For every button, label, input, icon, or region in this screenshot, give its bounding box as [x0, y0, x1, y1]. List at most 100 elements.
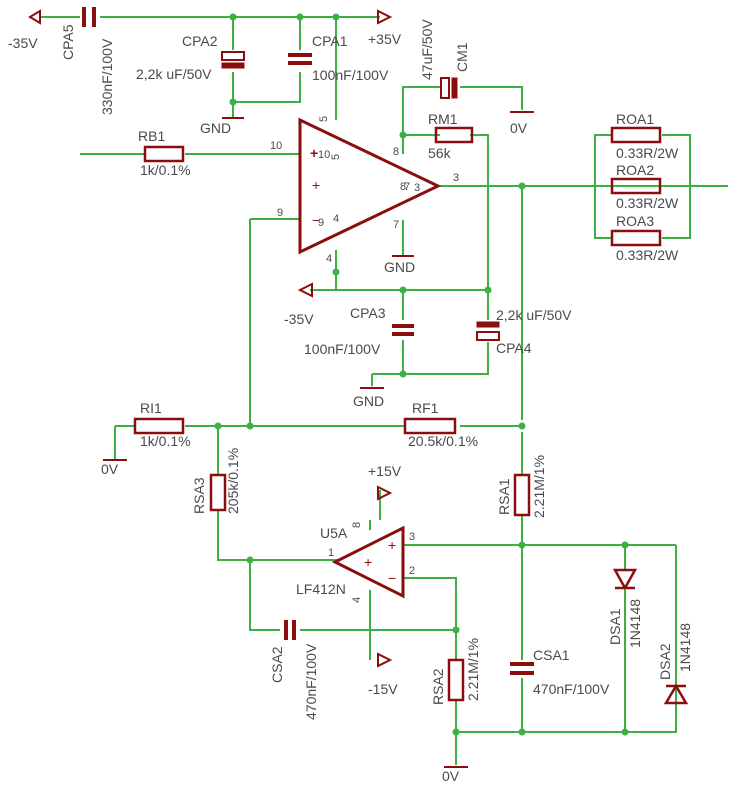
- resistor-roa2: [610, 177, 662, 195]
- resistor-label: RF1: [412, 400, 439, 416]
- pin-number: 7: [393, 219, 399, 231]
- resistor-label: RSA2: [430, 668, 446, 705]
- resistor-roa1: [610, 126, 662, 144]
- arrow-left-icon: [297, 282, 313, 298]
- capacitors: [82, 7, 534, 675]
- junction-dot: [518, 728, 526, 736]
- junction-dot: [246, 422, 254, 430]
- cap-label: CSA2: [269, 646, 285, 683]
- junction-dot: [246, 556, 254, 564]
- arrow-right-icon: [377, 652, 393, 668]
- resistor-label: ROA1: [616, 111, 654, 127]
- pin-number: 4: [326, 253, 332, 265]
- resistors: [133, 126, 662, 702]
- junction-dot: [621, 541, 629, 549]
- junction-dot: [229, 98, 237, 106]
- diode-value: 1N4148: [677, 623, 693, 672]
- cap-label: CPA4: [496, 340, 532, 356]
- gnd-label: 0V: [442, 768, 460, 784]
- pin-number: 8: [393, 146, 399, 158]
- pin-number: 5: [318, 116, 330, 122]
- cap-label: CSA1: [533, 647, 570, 663]
- junction-dot: [399, 131, 407, 139]
- resistor-value: 2.21M/1%: [531, 455, 547, 518]
- pin-number: 9: [318, 217, 324, 229]
- pin-number: 4: [351, 597, 363, 603]
- diode-label: DSA2: [657, 643, 673, 680]
- cap-label: CM1: [454, 42, 470, 72]
- pin-number: 8: [351, 522, 363, 528]
- power-opamp: + + −: [298, 117, 442, 255]
- supply-label: -35V: [8, 35, 38, 51]
- gnd-label: GND: [200, 120, 231, 136]
- junction-dot: [452, 728, 460, 736]
- pin-numbers: 10 10 9 9 5 5 8 8 7 3 3 4 7 4 1 8 3 2 4: [270, 116, 459, 603]
- cap-value: 100nF/100V: [304, 341, 381, 357]
- resistor-label: RB1: [138, 128, 165, 144]
- resistor-value: 0.33R/2W: [616, 195, 679, 211]
- cap-label: CPA3: [350, 305, 386, 321]
- junction-dot: [518, 182, 526, 190]
- svg-text:+: +: [312, 177, 320, 193]
- resistor-value: 205k/0.1%: [225, 448, 241, 514]
- resistor-value: 0.33R/2W: [616, 247, 679, 263]
- arrow-right-icon: [377, 485, 393, 501]
- resistor-label: ROA3: [616, 213, 654, 229]
- part-value: LF412N: [296, 581, 346, 597]
- pin-number: 1: [328, 547, 334, 559]
- resistor-label: RI1: [140, 400, 162, 416]
- resistor-label: RSA1: [496, 478, 512, 515]
- cap-label: CPA1: [312, 33, 348, 49]
- gnd-label: 0V: [510, 120, 528, 136]
- arrow-right-icon: [377, 9, 393, 25]
- pin-number: 8: [400, 181, 406, 193]
- resistor-rb1: [143, 145, 185, 163]
- gnd-label: GND: [353, 393, 384, 409]
- gnd-label: GND: [384, 259, 415, 275]
- pin-number: 3: [409, 531, 415, 543]
- junction-dot: [484, 286, 492, 294]
- cap-label: CPA5: [60, 24, 76, 60]
- supply-label: -15V: [368, 681, 398, 697]
- cap-label: CPA2: [182, 33, 218, 49]
- svg-text:+: +: [364, 554, 372, 570]
- cap-value: 330nF/100V: [99, 38, 115, 115]
- pin-number: 3: [414, 182, 420, 194]
- svg-text:+: +: [310, 145, 318, 161]
- svg-text:+: +: [388, 537, 396, 553]
- part-label: U5A: [320, 525, 348, 541]
- resistor-ri1: [133, 417, 185, 435]
- resistor-rm1: [434, 126, 474, 144]
- junction-dot: [214, 422, 222, 430]
- pin-number: 7: [404, 181, 410, 193]
- diodes: [612, 568, 689, 705]
- u5a-opamp: + − +: [331, 525, 405, 599]
- junction-dot: [399, 286, 407, 294]
- cap-value: 47uF/50V: [419, 19, 435, 80]
- resistor-roa3: [610, 229, 662, 247]
- junction-dot: [518, 422, 526, 430]
- pin-number: 4: [333, 213, 339, 225]
- pin-number: 3: [453, 172, 459, 184]
- gnd-label: 0V: [101, 461, 119, 477]
- pin-number: 2: [409, 565, 415, 577]
- junction-dot: [229, 13, 237, 21]
- junction-dot: [296, 13, 304, 21]
- cap-value: 2,2k uF/50V: [136, 66, 212, 82]
- resistor-value: 1k/0.1%: [140, 433, 191, 449]
- supply-label: -35V: [284, 311, 314, 327]
- supply-label: +15V: [368, 463, 402, 479]
- component-labels: -35V CPA5 330nF/100V CPA2 2,2k uF/50V CP…: [8, 19, 693, 784]
- cap-value: 470nF/100V: [533, 681, 610, 697]
- junction-dot: [518, 541, 526, 549]
- resistor-label: RM1: [428, 111, 458, 127]
- pin-number: 10: [270, 140, 282, 152]
- arrow-left-icon: [28, 9, 41, 25]
- resistor-value: 1k/0.1%: [140, 162, 191, 178]
- resistor-rsa3: [209, 473, 227, 512]
- junctions: [214, 13, 629, 736]
- junction-dot: [332, 268, 340, 276]
- junction-dot: [399, 370, 407, 378]
- resistor-label: ROA2: [616, 162, 654, 178]
